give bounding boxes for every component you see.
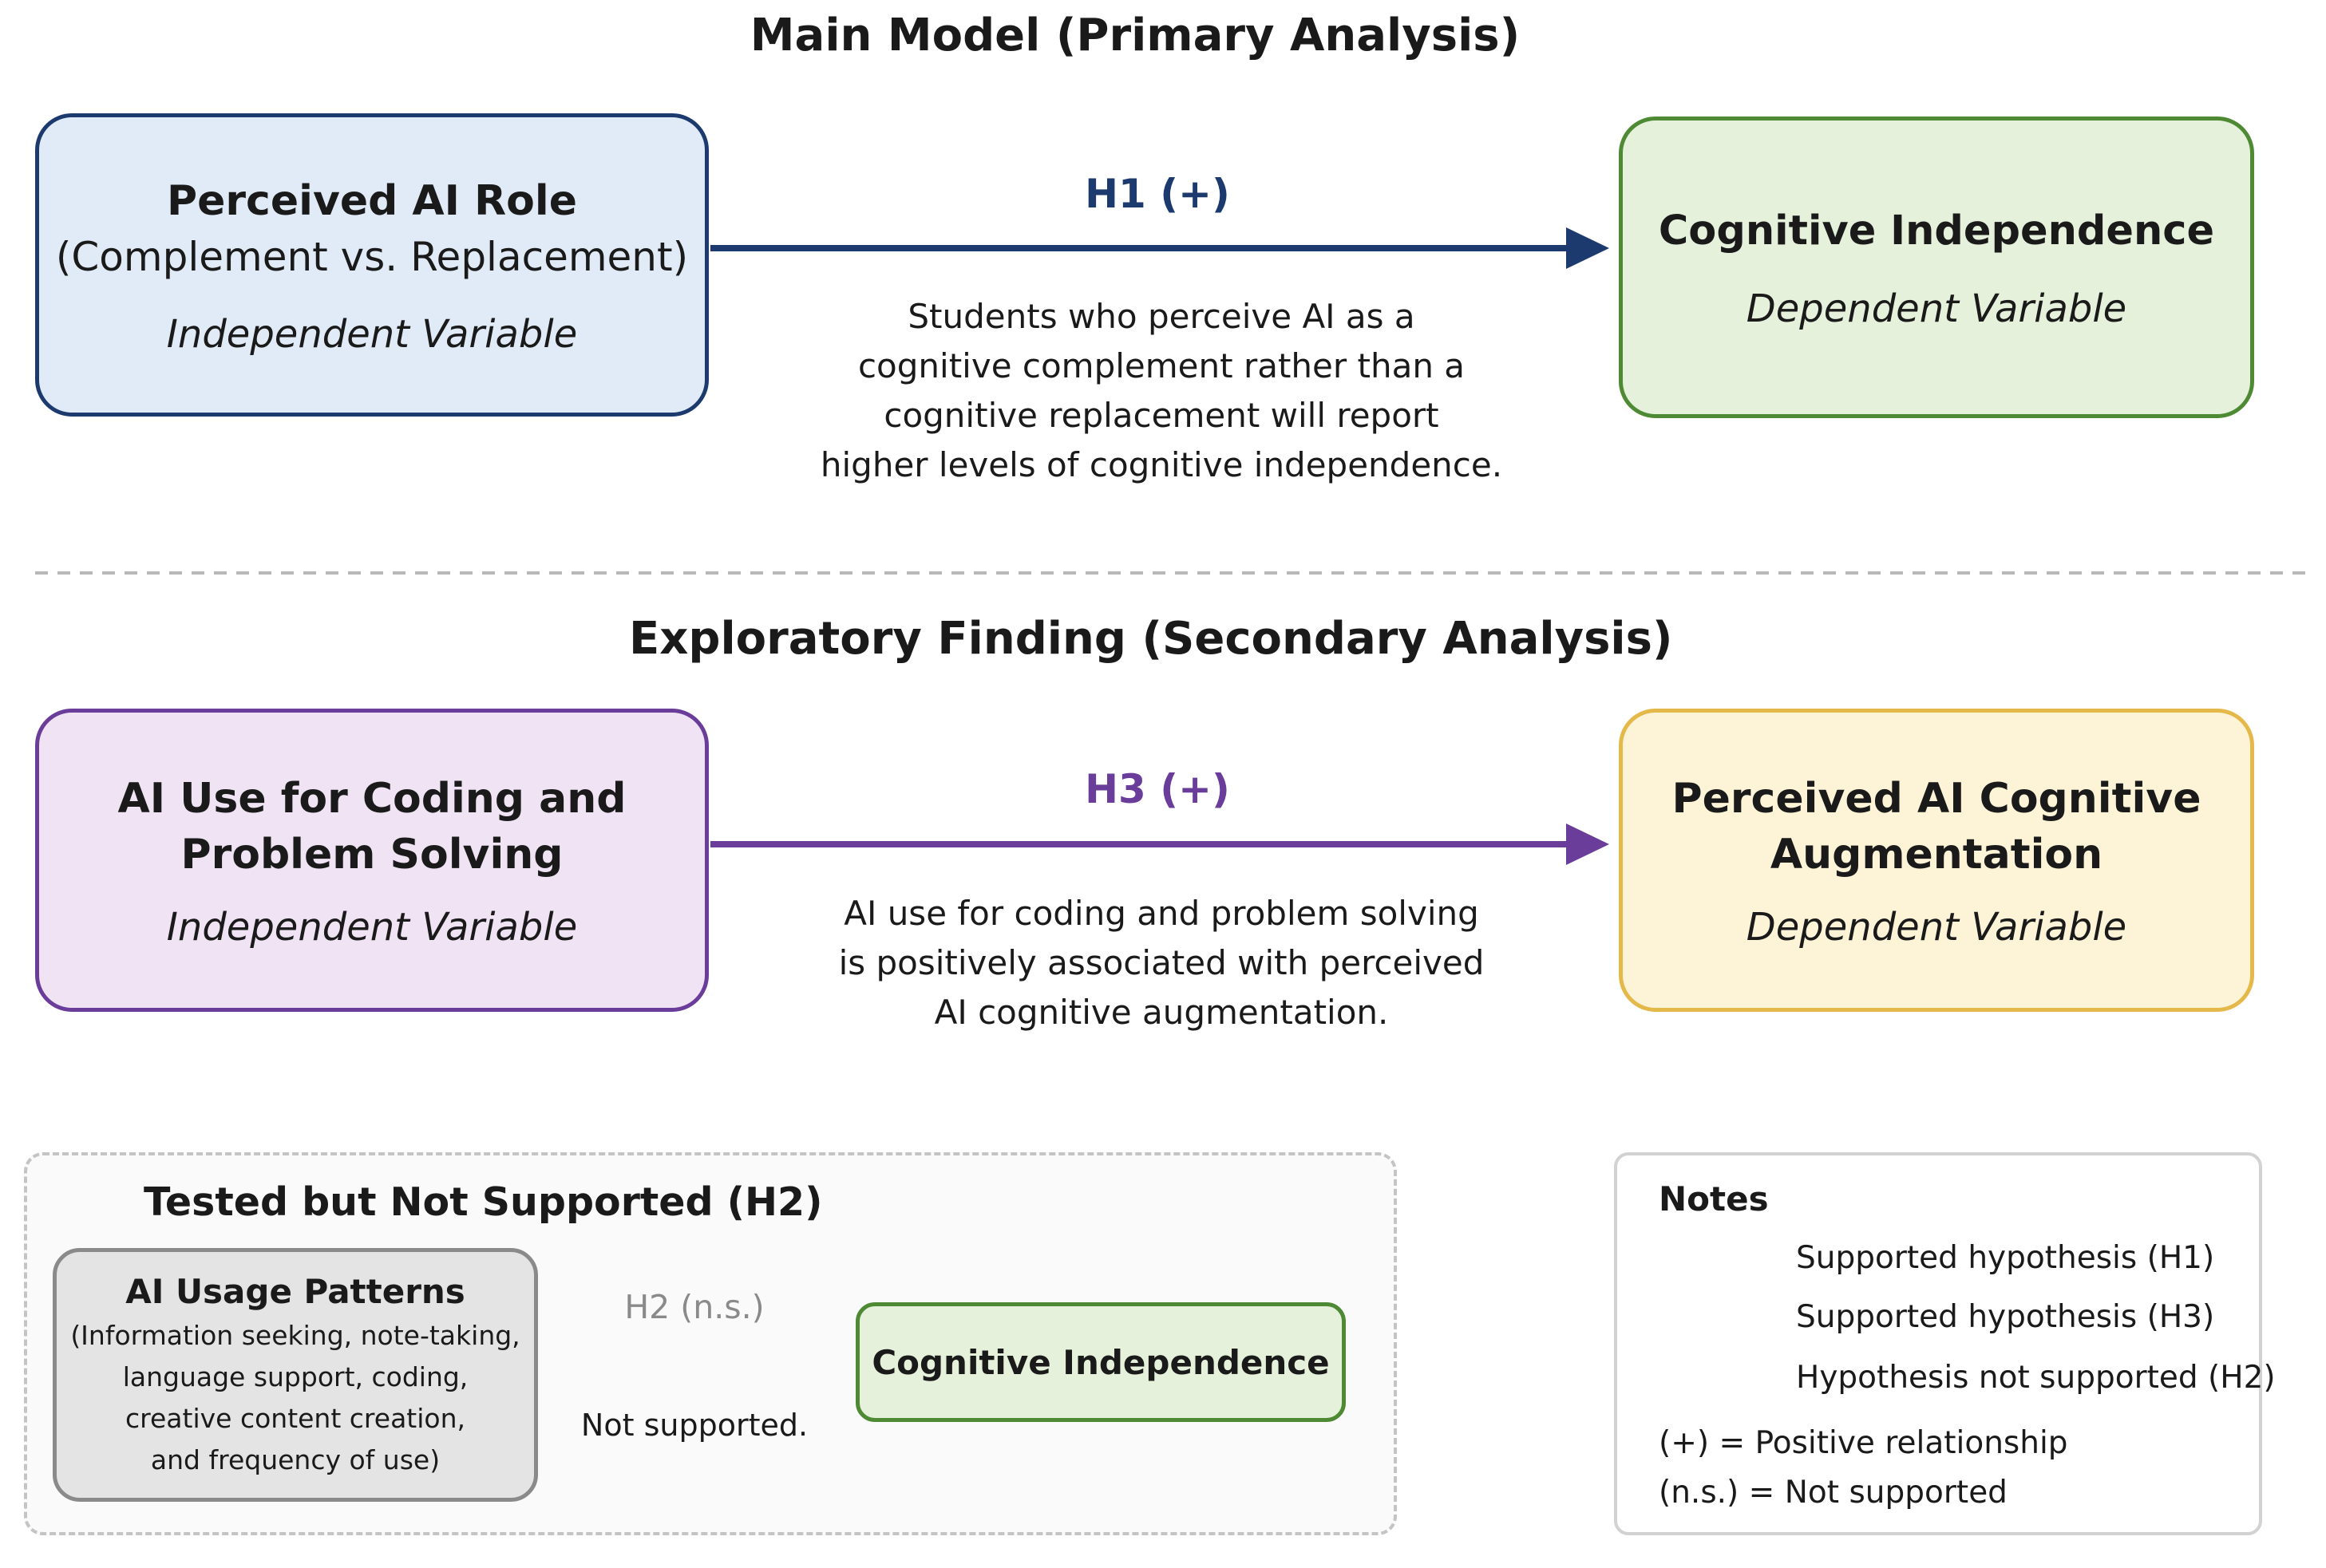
cognitive-independence-box: Cognitive Independence Dependent Variabl… — [1619, 117, 2254, 418]
h2-note: Not supported. — [580, 1408, 809, 1443]
perceived-ai-role-subtitle: (Complement vs. Replacement) — [55, 234, 689, 280]
h1-description-line: higher levels of cognitive independence. — [820, 445, 1503, 484]
augmentation-title-line: Augmentation — [1770, 831, 2103, 879]
h1-label: H1 (+) — [1085, 171, 1230, 217]
cognitive-independence-title: Cognitive Independence — [1658, 207, 2215, 255]
ai-use-coding-title-line: Problem Solving — [180, 831, 564, 879]
notes-title: Notes — [1659, 1179, 1769, 1218]
positive-relationship-definition: (+) = Positive relationship — [1659, 1425, 2068, 1461]
ai-usage-patterns-box: AI Usage Patterns (Information seeking, … — [53, 1248, 538, 1502]
h1-description-line: Students who perceive AI as a — [908, 297, 1415, 336]
not-supported-definition: (n.s.) = Not supported — [1659, 1475, 2008, 1511]
ai-usage-patterns-title: AI Usage Patterns — [125, 1272, 465, 1311]
notes-panel — [1614, 1152, 2262, 1535]
legend-h3-label: Supported hypothesis (H3) — [1796, 1299, 2215, 1335]
main-model-title: Main Model (Primary Analysis) — [750, 10, 1521, 61]
h3-description-line: AI use for coding and problem solving — [844, 894, 1479, 933]
ai-usage-patterns-line: language support, coding, — [122, 1361, 469, 1392]
h3-description: AI use for coding and problem solving is… — [742, 889, 1580, 1037]
independent-variable-label: Independent Variable — [166, 312, 578, 357]
h3-description-line: is positively associated with perceived — [838, 943, 1485, 982]
h3-arrow-head — [1566, 823, 1609, 865]
ai-usage-patterns-line: (Information seeking, note-taking, — [70, 1320, 520, 1351]
perceived-ai-role-box: Perceived AI Role (Complement vs. Replac… — [35, 113, 709, 417]
h1-description-line: cognitive complement rather than a — [857, 346, 1466, 385]
h1-description: Students who perceive AI as a cognitive … — [742, 292, 1580, 490]
legend-h1-label: Supported hypothesis (H1) — [1796, 1240, 2215, 1276]
ai-use-coding-box: AI Use for Coding and Problem Solving In… — [35, 709, 709, 1012]
legend-h2-label: Hypothesis not supported (H2) — [1796, 1360, 2276, 1396]
h3-label: H3 (+) — [1085, 766, 1230, 812]
h3-description-line: AI cognitive augmentation. — [934, 993, 1389, 1032]
h1-description-line: cognitive replacement will report — [884, 396, 1439, 435]
dependent-variable-label: Dependent Variable — [1746, 286, 2127, 331]
perceived-ai-augmentation-box: Perceived AI Cognitive Augmentation Depe… — [1619, 709, 2254, 1012]
ai-use-coding-title-line: AI Use for Coding and — [117, 775, 627, 823]
perceived-ai-role-title: Perceived AI Role — [167, 177, 577, 225]
h1-arrow-head — [1566, 227, 1609, 269]
h2-cognitive-independence-box: Cognitive Independence — [856, 1302, 1346, 1422]
exploratory-title: Exploratory Finding (Secondary Analysis) — [629, 613, 1673, 665]
h2-cognitive-independence-title: Cognitive Independence — [872, 1342, 1330, 1382]
ai-usage-patterns-line: and frequency of use) — [150, 1444, 441, 1475]
independent-variable-label: Independent Variable — [166, 905, 578, 950]
dependent-variable-label: Dependent Variable — [1746, 905, 2127, 950]
augmentation-title-line: Perceived AI Cognitive — [1671, 775, 2201, 823]
not-supported-title: Tested but Not Supported (H2) — [144, 1179, 823, 1225]
h2-label: H2 (n.s.) — [624, 1288, 765, 1326]
ai-usage-patterns-line: creative content creation, — [125, 1403, 465, 1434]
